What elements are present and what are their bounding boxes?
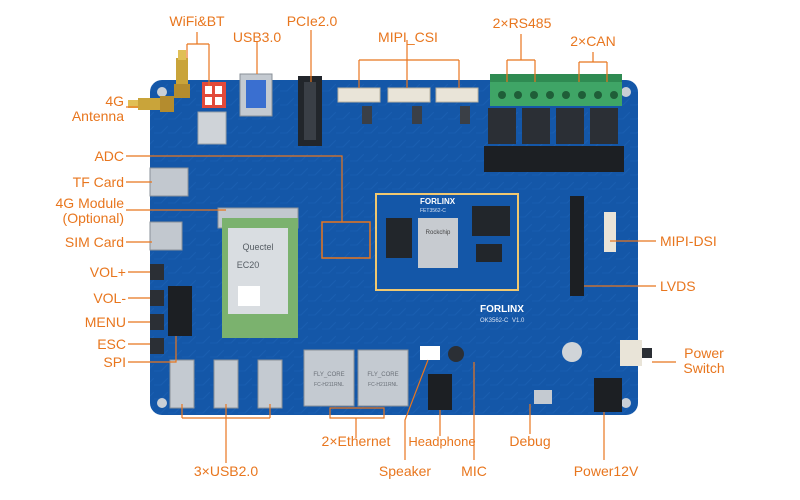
label-esc: ESC — [97, 336, 126, 352]
label-power12v: Power12V — [573, 463, 639, 479]
wifi-bt-module — [197, 82, 227, 145]
label-vol-down: VOL- — [93, 290, 126, 306]
label-menu: MENU — [84, 314, 126, 330]
4g-module: Quectel EC20 — [217, 207, 299, 338]
label-ethernet: 2×Ethernet — [321, 433, 391, 449]
usb20-ports — [169, 359, 283, 409]
label-mipi-dsi: MIPI-DSI — [660, 233, 717, 249]
spi-header — [168, 286, 192, 336]
antenna-4g-connector — [128, 96, 174, 112]
label-4g-antenna: 4G Antenna — [71, 93, 124, 124]
terminal-blocks — [484, 74, 624, 172]
label-rs485: 2×RS485 — [492, 15, 552, 31]
board-model-text: OK3562-C — [480, 318, 509, 324]
label-tf-card: TF Card — [72, 174, 124, 190]
label-4g-module: 4G Module (Optional) — [55, 195, 124, 226]
label-usb30: USB3.0 — [232, 29, 282, 45]
label-usb20: 3×USB2.0 — [193, 463, 259, 479]
leader-lines — [126, 30, 676, 463]
power-switch — [620, 340, 642, 366]
sim-card-slot — [149, 221, 183, 251]
label-mic: MIC — [461, 463, 487, 479]
usb30-connector — [239, 73, 273, 117]
ethernet-ports: FLY_CORE FLY_CORE FC-H211RNL FC-H211RNL — [303, 349, 409, 407]
board-brand-text: FORLINX — [480, 304, 524, 315]
eth-brand-1: FLY_CORE — [313, 372, 344, 378]
som-model-text: FET3562-C — [420, 208, 446, 214]
module-vendor-text: Quectel — [242, 242, 273, 252]
label-power-switch: Power Switch — [683, 345, 725, 376]
label-vol-up: VOL+ — [89, 264, 126, 280]
tf-card-slot — [149, 167, 189, 197]
eth-part-2: FC-H211RNL — [368, 382, 398, 388]
label-sim-card: SIM Card — [64, 234, 124, 250]
chip-brand-text: Rockchip — [426, 230, 451, 236]
label-lvds: LVDS — [660, 278, 696, 294]
side-buttons — [150, 264, 164, 354]
label-debug: Debug — [509, 433, 551, 449]
label-spi: SPI — [103, 354, 126, 370]
mipi-dsi-lvds-connectors — [570, 196, 616, 296]
label-speaker: Speaker — [378, 463, 432, 479]
board-version-text: V1.0 — [512, 318, 525, 324]
label-headphone: Headphone — [408, 434, 476, 449]
module-model-text: EC20 — [237, 260, 260, 270]
antenna-wifi-connector — [174, 50, 190, 98]
headphone-jack — [428, 374, 452, 410]
pcie-slot — [298, 76, 322, 146]
label-can: 2×CAN — [570, 33, 616, 49]
mipi-csi-connectors — [337, 87, 479, 124]
debug-port — [534, 390, 552, 404]
label-wifi-bt: WiFi&BT — [169, 13, 225, 29]
label-adc: ADC — [94, 148, 124, 164]
eth-brand-2: FLY_CORE — [367, 372, 398, 378]
adc-highlight — [321, 221, 371, 259]
label-mipi-csi: MIPI_CSI — [378, 29, 438, 45]
power-jack — [594, 378, 622, 412]
eth-part-1: FC-H211RNL — [314, 382, 344, 388]
mic-component — [448, 346, 464, 362]
label-pcie: PCIe2.0 — [286, 13, 338, 29]
system-on-module: FORLINX FET3562-C Rockchip — [375, 193, 519, 291]
capacitor — [562, 342, 582, 362]
speaker-connector — [420, 346, 440, 360]
som-brand-text: FORLINX — [420, 197, 456, 206]
